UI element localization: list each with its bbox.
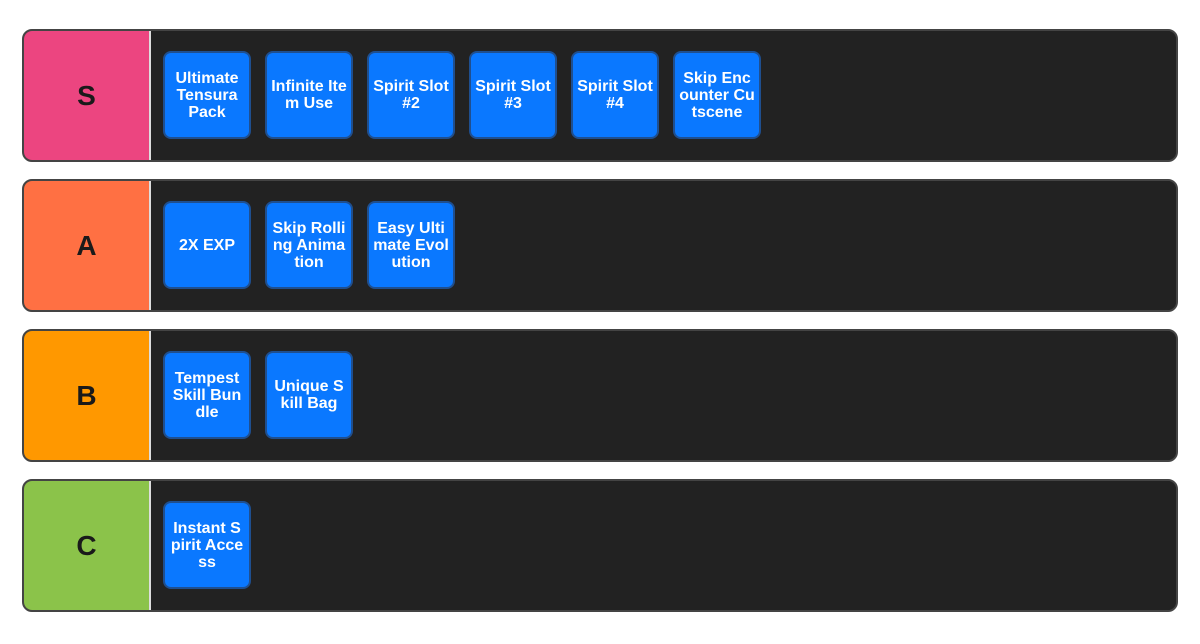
tier-label[interactable]: A [24,181,151,310]
tier-item-card[interactable]: Skip Rolling Animation [265,201,353,289]
tier-item-card[interactable]: Easy Ultimate Evolution [367,201,455,289]
tier-item-label: Skip Rolling Animation [272,219,346,271]
tier-item-label: 2X EXP [178,236,236,254]
tier-item-label: Spirit Slot #3 [475,78,551,112]
tier-row-a: A 2X EXP Skip Rolling Animation Easy Ultima… [22,179,1178,312]
tier-items-area[interactable]: Tempest Skill Bundle Unique Skill Bag [151,331,1176,460]
tier-item-label: Unique Skill Bag [274,378,344,412]
tier-item-label: Ultimate Tensura Pack [175,69,239,121]
tier-item-label: Easy Ultimate Evolution [373,219,449,271]
tier-item-label: Skip Encounter Cutscene [679,69,755,121]
tier-row-c: C Instant Spirit Access [22,479,1178,612]
tier-item-card[interactable]: Tempest Skill Bundle [163,351,251,439]
tier-items-area[interactable]: Ultimate Tensura Pack Infinite Item Use Sp… [151,31,1176,160]
tier-item-card[interactable]: Spirit Slot #2 [367,51,455,139]
tier-item-card[interactable]: Spirit Slot #3 [469,51,557,139]
tier-item-card[interactable]: Ultimate Tensura Pack [163,51,251,139]
tier-item-card[interactable]: Infinite Item Use [265,51,353,139]
tier-label[interactable]: C [24,481,151,610]
tier-item-card[interactable]: Spirit Slot #4 [571,51,659,139]
tier-item-card[interactable]: Instant Spirit Access [163,501,251,589]
tier-item-label: Spirit Slot #2 [373,78,449,112]
tier-item-card[interactable]: Unique Skill Bag [265,351,353,439]
tier-item-card[interactable]: 2X EXP [163,201,251,289]
tier-item-label: Tempest Skill Bundle [172,369,242,421]
tier-items-area[interactable]: Instant Spirit Access [151,481,1176,610]
tier-label[interactable]: S [24,31,151,160]
tier-item-label: Instant Spirit Access [170,519,244,571]
tier-item-label: Spirit Slot #4 [577,78,653,112]
tier-row-s: S Ultimate Tensura Pack Infinite Item Use S… [22,29,1178,162]
tier-item-card[interactable]: Skip Encounter Cutscene [673,51,761,139]
tier-label[interactable]: B [24,331,151,460]
tier-item-label: Infinite Item Use [271,78,347,112]
tier-items-area[interactable]: 2X EXP Skip Rolling Animation Easy Ultimat… [151,181,1176,310]
tier-row-b: B Tempest Skill Bundle Unique Skill Bag [22,329,1178,462]
